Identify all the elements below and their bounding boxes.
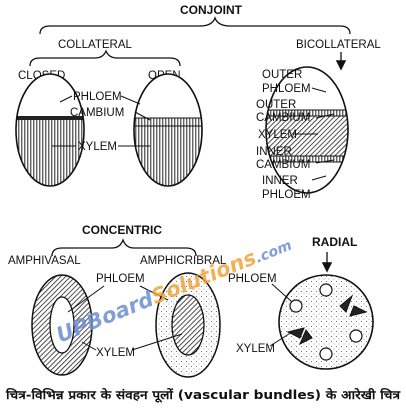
bicollateral-xylem-label: XYLEM (258, 129, 297, 141)
outer-phloem-label-2: PHLOEM (262, 83, 311, 95)
inner-phloem-label-1: INNER (262, 175, 298, 187)
conjoint-brace (39, 16, 351, 35)
amphivasal-bundle (31, 274, 93, 376)
outer-phloem-label-1: OUTER (262, 69, 302, 81)
open-collateral-bundle (133, 73, 203, 187)
bicollateral-leader-lines (294, 87, 335, 181)
radial-phloem-label: PHLOEM (228, 273, 277, 285)
concentric-leader-lines (67, 285, 183, 351)
concentric-phloem-label: PHLOEM (96, 273, 145, 285)
radial-xylem-label: XYLEM (236, 343, 275, 355)
concentric-brace (51, 238, 197, 257)
conjoint-heading: CONJOINT (180, 3, 243, 17)
inner-cambium-label-1: INNER (256, 146, 292, 158)
figure-caption: चित्र-विभिन्न प्रकार के संवहन पूलों (vas… (5, 388, 402, 403)
watermark-part-3: .com (253, 238, 294, 267)
concentric-heading: CONCENTRIC (82, 223, 162, 237)
inner-phloem-label-2: PHLOEM (262, 189, 311, 201)
radial-bundle (278, 274, 374, 370)
collateral-heading: COLLATERAL (58, 39, 133, 51)
amphicribral-heading: AMPHICRIBRAL (140, 255, 227, 267)
concentric-xylem-label: XYLEM (96, 347, 135, 359)
radial-leader-lines (269, 283, 293, 347)
outer-cambium-label-2: CAMBIUM (256, 112, 310, 124)
radial-heading: RADIAL (312, 235, 357, 249)
inner-cambium-label-2: CAMBIUM (256, 159, 310, 171)
collateral-xylem-label: XYLEM (78, 141, 117, 153)
outer-cambium-label-1: OUTER (256, 99, 296, 111)
collateral-cambium-label: CAMBIUM (70, 107, 124, 119)
bicollateral-bundle (265, 66, 349, 194)
collateral-leader-lines (52, 95, 151, 147)
collateral-brace (29, 49, 181, 67)
amphicribral-bundle (155, 272, 221, 378)
amphivasal-heading: AMPHIVASAL (8, 255, 81, 267)
closed-collateral-bundle (15, 73, 85, 187)
collateral-phloem-label: PHLOEM (73, 91, 122, 103)
bicollateral-heading: BICOLLATERAL (296, 39, 381, 51)
